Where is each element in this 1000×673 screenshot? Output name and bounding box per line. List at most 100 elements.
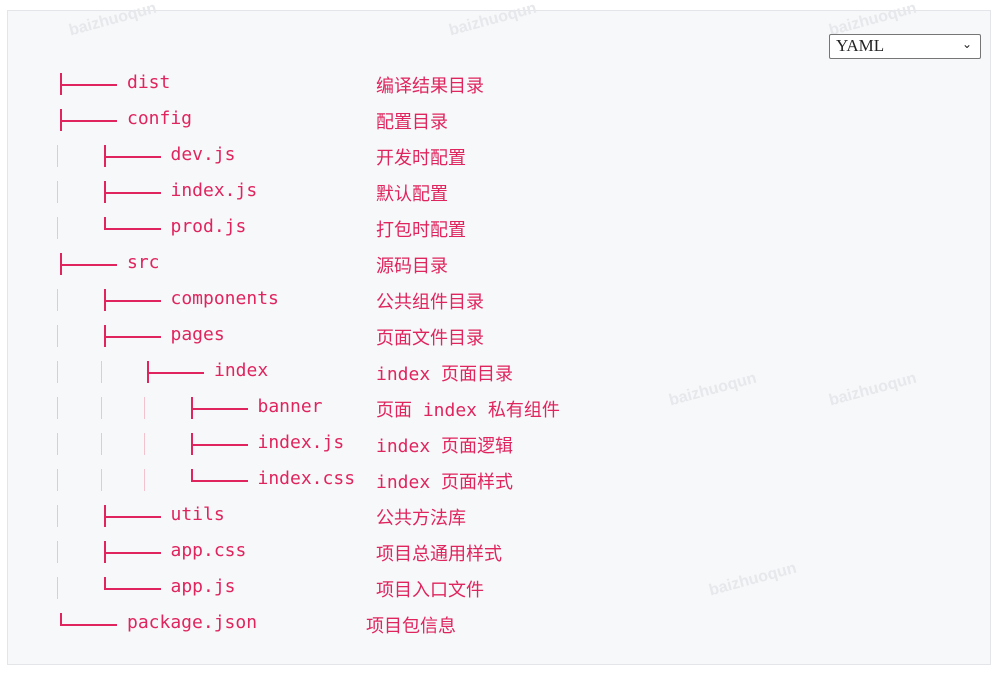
- tree-item-description: 源码目录: [376, 256, 448, 277]
- tree-branch-elbow: [190, 469, 193, 482]
- tree-guide-line: [57, 217, 58, 239]
- tree-item-description: 配置目录: [376, 112, 448, 133]
- tree-guide-line: [57, 577, 58, 599]
- tree-branch-line: [105, 228, 161, 230]
- tree-guide-line: [57, 181, 58, 203]
- tree-branch-tee: [103, 505, 106, 527]
- tree-branch-line: [192, 408, 248, 410]
- tree-item-name: pages: [170, 324, 225, 345]
- tree-item-name: utils: [170, 504, 225, 525]
- tree-guide-line: [100, 469, 102, 491]
- tree-item-description: 默认配置: [376, 184, 448, 205]
- tree-row: banner 页面 index 私有组件: [0, 391, 1000, 427]
- tree-branch-line: [62, 264, 117, 266]
- tree-item-name: index.js: [257, 432, 345, 453]
- tree-item-name: index.js: [170, 180, 258, 201]
- tree-branch-line: [192, 480, 248, 482]
- tree-branch-line: [62, 84, 117, 86]
- tree-guide-line: [144, 469, 145, 491]
- tree-branch-line: [62, 120, 117, 122]
- tree-branch-tee: [103, 541, 106, 563]
- tree-item-description: 页面文件目录: [376, 328, 484, 349]
- tree-item-description: index 页面目录: [376, 364, 514, 385]
- tree-item-name: dist: [127, 72, 171, 93]
- tree-item-name: banner: [257, 396, 323, 417]
- tree-row: config 配置目录: [0, 103, 1000, 139]
- tree-item-description: 页面 index 私有组件: [376, 400, 560, 421]
- tree-branch-line: [149, 372, 204, 374]
- tree-branch-tee: [60, 73, 62, 95]
- tree-branch-line: [62, 624, 117, 626]
- tree-item-name: config: [127, 108, 193, 129]
- tree-item-name: package.json: [127, 612, 258, 633]
- tree-branch-tee: [103, 145, 106, 167]
- tree-branch-line: [192, 444, 248, 446]
- language-select-value: YAML: [836, 36, 885, 55]
- tree-branch-elbow: [60, 613, 62, 626]
- tree-row: dist 编译结果目录: [0, 67, 1000, 103]
- tree-row: src 源码目录: [0, 247, 1000, 283]
- tree-guide-line: [57, 505, 58, 527]
- tree-guide-line: [57, 289, 58, 311]
- code-block: baizhuoqun baizhuoqun baizhuoqun baizhuo…: [7, 0, 991, 665]
- tree-branch-tee: [190, 397, 193, 419]
- tree-item-name: src: [127, 252, 160, 273]
- tree-item-name: app.js: [170, 576, 236, 597]
- tree-row: components 公共组件目录: [0, 283, 1000, 319]
- tree-branch-elbow: [103, 577, 106, 590]
- language-select[interactable]: YAML ⌄: [829, 34, 981, 59]
- tree-branch-line: [105, 336, 161, 338]
- tree-guide-line: [100, 433, 102, 455]
- tree-guide-line: [144, 397, 145, 419]
- tree-guide-line: [57, 361, 58, 383]
- tree-branch-tee: [103, 181, 106, 203]
- tree-guide-line: [57, 145, 58, 167]
- tree-branch-line: [105, 516, 161, 518]
- tree-row: prod.js 打包时配置: [0, 211, 1000, 247]
- tree-branch-line: [105, 552, 161, 554]
- tree-item-description: 项目入口文件: [376, 580, 484, 601]
- tree-guide-line: [57, 541, 58, 563]
- tree-guide-line: [57, 397, 58, 419]
- tree-branch-line: [105, 192, 161, 194]
- tree-branch-line: [105, 588, 161, 590]
- tree-row: pages 页面文件目录: [0, 319, 1000, 355]
- tree-branch-tee: [103, 289, 106, 311]
- watermark: baizhuoqun: [67, 0, 159, 40]
- tree-item-description: 项目包信息: [366, 616, 456, 637]
- tree-item-description: 项目总通用样式: [376, 544, 502, 565]
- tree-item-name: app.css: [170, 540, 247, 561]
- tree-branch-elbow: [103, 217, 106, 230]
- tree-item-description: index 页面样式: [376, 472, 514, 493]
- tree-item-description: index 页面逻辑: [376, 436, 514, 457]
- tree-guide-line: [57, 325, 58, 347]
- tree-guide-line: [144, 433, 145, 455]
- tree-item-description: 编译结果目录: [376, 76, 484, 97]
- tree-row: index.css index 页面样式: [0, 463, 1000, 499]
- tree-branch-line: [105, 156, 161, 158]
- tree-guide-line: [100, 361, 102, 383]
- tree-item-name: index: [214, 360, 269, 381]
- tree-item-name: index.css: [257, 468, 356, 489]
- tree-row: index.js 默认配置: [0, 175, 1000, 211]
- tree-row: app.js 项目入口文件: [0, 571, 1000, 607]
- tree-row: app.css 项目总通用样式: [0, 535, 1000, 571]
- tree-guide-line: [57, 469, 58, 491]
- tree-item-description: 打包时配置: [376, 220, 466, 241]
- tree-item-description: 公共方法库: [376, 508, 466, 529]
- tree-branch-tee: [147, 361, 149, 383]
- tree-branch-line: [105, 300, 161, 302]
- chevron-down-icon: ⌄: [961, 37, 972, 51]
- tree-guide-line: [100, 397, 102, 419]
- tree-item-name: components: [170, 288, 279, 309]
- tree-row: index.js index 页面逻辑: [0, 427, 1000, 463]
- tree-branch-tee: [60, 109, 62, 131]
- tree-row: index index 页面目录: [0, 355, 1000, 391]
- tree-branch-tee: [103, 325, 106, 347]
- tree-item-description: 公共组件目录: [376, 292, 484, 313]
- tree-row: utils 公共方法库: [0, 499, 1000, 535]
- watermark: baizhuoqun: [447, 0, 539, 40]
- tree-item-name: prod.js: [170, 216, 247, 237]
- tree-branch-tee: [60, 253, 62, 275]
